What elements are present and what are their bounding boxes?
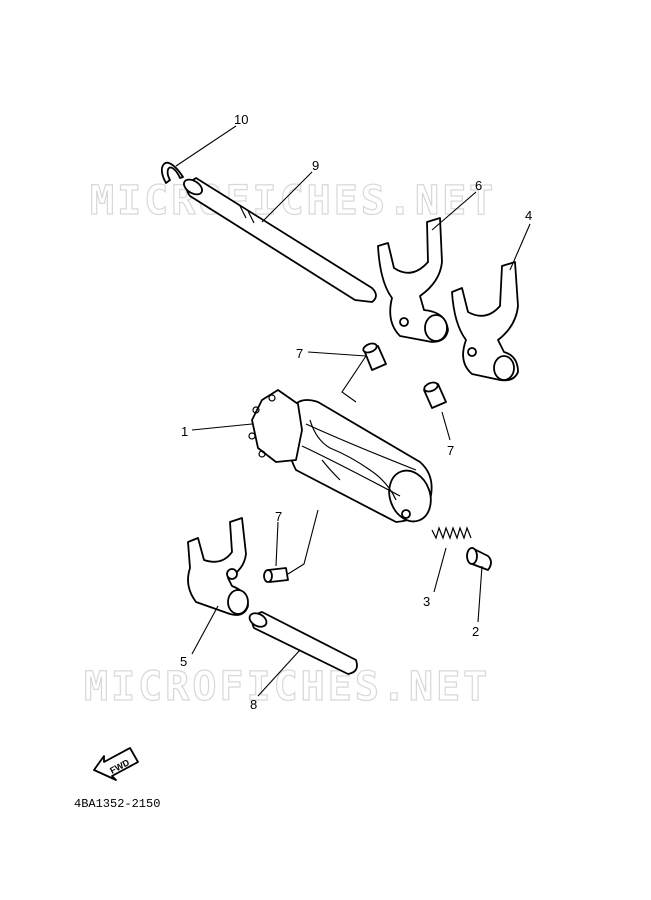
fwd-arrow-icon: FWD [93,747,139,781]
part-7-pin-right [423,381,447,409]
callout-1: 1 [181,424,188,439]
leader-lines [175,125,531,697]
callout-4: 4 [525,208,532,223]
callout-8: 8 [250,697,257,712]
watermark-bottom: MICROFICHES.NET [84,664,490,710]
part-3-spring [431,526,472,540]
part-2-plunger [466,547,492,571]
callout-3: 3 [423,594,430,609]
callout-5: 5 [180,654,187,669]
part-7-pin-lower [263,567,289,583]
callout-6: 6 [475,178,482,193]
callout-7-lower: 7 [275,509,282,524]
callout-9: 9 [312,158,319,173]
part-6-shift-fork [377,217,449,343]
diagram-code: 4BA1352-2150 [74,797,160,811]
part-7-pin-upper [362,342,387,371]
part-10-circlip [160,161,184,184]
callout-7-upper: 7 [296,346,303,361]
part-1-shift-drum [248,389,433,523]
callout-10: 10 [234,112,248,127]
watermark-top: MICROFICHES.NET [90,178,496,224]
callout-7-right: 7 [447,443,454,458]
callout-2: 2 [472,624,479,639]
part-4-shift-fork [451,261,519,382]
part-5-shift-fork [187,517,249,616]
part-8-guide-bar [248,611,358,675]
part-9-guide-bar [183,177,377,303]
